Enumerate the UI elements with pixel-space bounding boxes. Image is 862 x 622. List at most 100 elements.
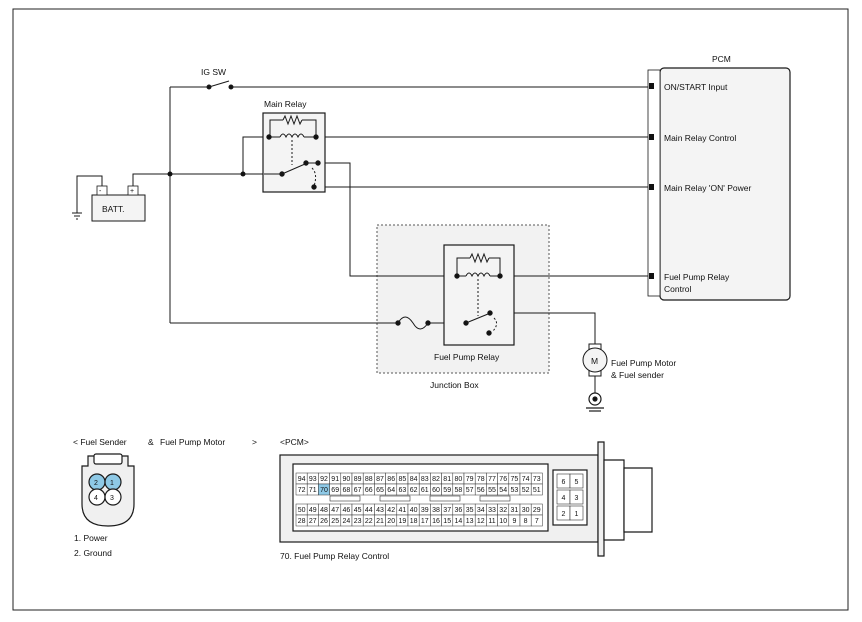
pcm-pin-on-start (649, 83, 654, 89)
battery-ground-icon (72, 175, 103, 220)
pcm-pin-number: 71 (309, 487, 317, 494)
pcm-pin-number: 21 (376, 518, 384, 525)
pcm-pin-number: 69 (331, 487, 339, 494)
pcm-pin-number: 48 (320, 507, 328, 514)
pcm-pin-number: 91 (331, 476, 339, 483)
pcm-pin-number: 17 (421, 518, 429, 525)
pcm-key-tab (329, 495, 361, 502)
fuel-sender-pin-3: 3 (110, 495, 114, 502)
motor-label-line2: & Fuel sender (611, 370, 664, 380)
battery-minus-sign: - (99, 188, 102, 195)
pcm-pin-number: 31 (511, 507, 519, 514)
pcm-pin-number: 68 (343, 487, 351, 494)
pcm-pin-number: 14 (455, 518, 463, 525)
fuel-sender-title: < Fuel Sender (73, 437, 127, 447)
pcm-pin-number: 16 (432, 518, 440, 525)
pcm-pin-number: 82 (432, 476, 440, 483)
pcm-pin-number: 83 (421, 476, 429, 483)
pcm-pin-number: 57 (466, 487, 474, 494)
pcm-pin-number: 46 (343, 507, 351, 514)
pcm-side-pin-number: 2 (562, 511, 566, 518)
pcm-pin-number: 28 (298, 518, 306, 525)
pcm-pin-number: 61 (421, 487, 429, 494)
fuel-sender-pin-4: 4 (94, 495, 98, 502)
pcm-pin-number: 59 (443, 487, 451, 494)
pcm-pin-cell (530, 514, 543, 527)
pcm-pin-number: 38 (432, 507, 440, 514)
pcm-side-pin-number: 1 (575, 511, 579, 518)
pcm-pin-number: 64 (387, 487, 395, 494)
pcm-pin-number: 67 (354, 487, 362, 494)
pcm-side-pin-cell (569, 505, 584, 521)
pcm-pin-number: 11 (488, 518, 495, 525)
pcm-pin-number: 34 (477, 507, 485, 514)
fuel-pump-motor-title: Fuel Pump Motor (160, 437, 225, 447)
pcm-key-tab (379, 495, 411, 502)
pcm-pin-number: 52 (522, 487, 530, 494)
pcm-pin-number: 10 (499, 518, 507, 525)
pcm-pin-number: 87 (376, 476, 384, 483)
fuel-sender-pin-1: 1 (110, 480, 114, 487)
pcm-side-pin-number: 4 (562, 495, 566, 502)
pcm-pin-number: 9 (512, 518, 516, 525)
fuel-sender-note-2: 2. Ground (74, 548, 112, 558)
pcm-pin-number: 8 (524, 518, 528, 525)
pcm-side-pin-cell (569, 473, 584, 489)
pcm-pin-number: 20 (387, 518, 395, 525)
pcm-pin-number: 23 (354, 518, 362, 525)
pcm-side-pin-number: 5 (575, 479, 579, 486)
ig-switch-label: IG SW (201, 67, 226, 77)
pcm-pin-number: 92 (320, 476, 328, 483)
motor-symbol: M (591, 356, 598, 366)
motor-label-line1: Fuel Pump Motor (611, 358, 676, 368)
pcm-pin-number: 75 (511, 476, 519, 483)
pcm-pin-number: 26 (320, 518, 328, 525)
fuel-pump-motor-icon (582, 343, 608, 377)
pcm-pin-number: 86 (387, 476, 395, 483)
main-relay-box (262, 112, 326, 193)
pcm-pin-number: 49 (309, 507, 317, 514)
wires (132, 86, 648, 394)
pcm-label-on-start: ON/START Input (664, 82, 728, 92)
fuel-pump-relay-switch-icon (454, 273, 503, 336)
pcm-pin-number: 66 (365, 487, 373, 494)
pcm-pin-number: 15 (443, 518, 451, 525)
pcm-pin-number: 18 (410, 518, 418, 525)
pcm-pin-number: 22 (365, 518, 373, 525)
pcm-pin-number: 77 (488, 476, 496, 483)
pcm-pin-number: 30 (522, 507, 530, 514)
pcm-pin-number: 53 (511, 487, 519, 494)
pcm-pin-number: 94 (298, 476, 306, 483)
pcm-pin-number: 33 (488, 507, 496, 514)
pcm-pin-number: 89 (354, 476, 362, 483)
pcm-pin-main-relay-on-power (649, 184, 654, 190)
pcm-pin-number: 40 (410, 507, 418, 514)
pcm-pin-number: 42 (387, 507, 395, 514)
pcm-label-main-relay-control: Main Relay Control (664, 133, 736, 143)
pcm-pin-number: 81 (443, 476, 451, 483)
pcm-pin-number: 74 (522, 476, 530, 483)
pcm-pin-number: 65 (376, 487, 384, 494)
pcm-pin-number: 37 (443, 507, 451, 514)
pcm-pin-number: 63 (399, 487, 407, 494)
pcm-pin-main-relay-control (649, 134, 654, 140)
fuel-sender-pin-2: 2 (94, 480, 98, 487)
pcm-pin-number: 88 (365, 476, 373, 483)
pcm-pin-number: 84 (410, 476, 418, 483)
pcm-pin-number: 36 (455, 507, 463, 514)
pcm-pin-number: 27 (309, 518, 317, 525)
ig-switch (206, 80, 234, 90)
battery-label: BATT. (102, 204, 125, 214)
pcm-key-tab (479, 495, 511, 502)
fuel-pump-relay-box (443, 244, 515, 346)
pcm-pin-number: 45 (354, 507, 362, 514)
pcm-connector-note: 70. Fuel Pump Relay Control (280, 551, 389, 561)
pcm-pin-number: 29 (533, 507, 541, 514)
pcm-key-tab (429, 495, 461, 502)
main-relay-switch-icon (264, 134, 321, 190)
pcm-pin-number: 60 (432, 487, 440, 494)
pcm-pin-number: 79 (466, 476, 474, 483)
pcm-pin-number: 73 (533, 476, 541, 483)
pcm-title: PCM (712, 54, 731, 64)
